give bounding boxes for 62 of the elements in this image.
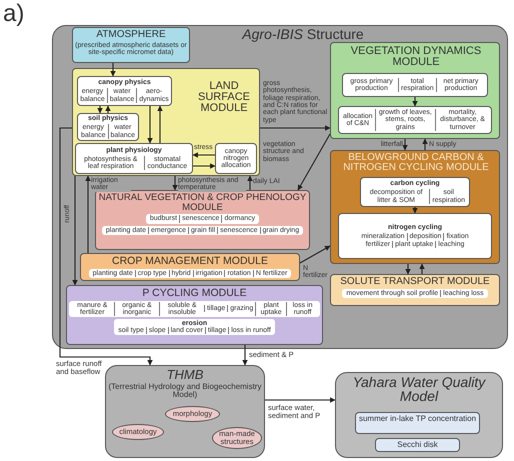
module-title: NATURAL VEGETATION & CROP PHENOLOGY MODULE	[98, 193, 307, 212]
arrow	[412, 97, 418, 107]
arrow	[192, 152, 215, 158]
process-ellipse	[165, 406, 220, 422]
arrow	[157, 105, 163, 143]
arrow	[172, 176, 178, 191]
arrow	[298, 134, 330, 190]
module-box	[72, 68, 260, 176]
arrow	[402, 139, 408, 151]
process-ellipse	[212, 427, 262, 449]
process-box	[360, 177, 470, 207]
process-box	[215, 143, 257, 174]
module-title: BELOWGROUND CARBON & NITROGEN CYCLING MODULE	[342, 153, 490, 174]
module-box	[330, 42, 500, 139]
module-box	[355, 412, 480, 434]
module-title: VEGETATION DYNAMICS MODULE	[350, 46, 482, 68]
arrow	[419, 263, 425, 274]
module-title: SOLUTE TRANSPORT MODULE	[340, 277, 490, 288]
arrow	[242, 345, 248, 366]
frame-panel	[52, 25, 508, 349]
process-box	[338, 213, 492, 259]
module-title: THMB	[166, 368, 204, 382]
process-box	[338, 106, 492, 134]
arrow	[422, 138, 428, 150]
arrow	[247, 175, 253, 190]
arrow	[147, 106, 153, 144]
module-box	[72, 27, 190, 63]
module-title: Agro-IBIS Structure	[242, 27, 364, 42]
module-title: P CYCLING MODULE	[142, 288, 247, 299]
arrow	[110, 63, 116, 77]
arrow	[260, 125, 331, 131]
module-box	[375, 438, 460, 452]
process-label: Secchi disk	[397, 441, 438, 450]
process-ellipse	[112, 424, 164, 440]
process-box	[77, 76, 172, 106]
arrow	[97, 106, 103, 114]
arrow	[105, 105, 111, 113]
module-title: LAND SURFACE MODULE	[197, 81, 251, 115]
arrow	[300, 246, 330, 264]
arrow	[412, 207, 418, 214]
arrow	[59, 127, 153, 366]
panel-label: a)	[3, 2, 24, 26]
module-box	[105, 365, 265, 458]
module-box	[80, 253, 300, 281]
arrow	[72, 176, 78, 286]
process-label: summer in-lake TP concentration	[358, 415, 476, 424]
module-title: Yahara Water Quality Model	[352, 375, 487, 404]
arrow	[405, 264, 411, 275]
process-box	[77, 113, 139, 141]
module-box	[66, 285, 323, 345]
process-box	[342, 73, 488, 97]
module-title: ATMOSPHERE	[96, 30, 166, 40]
arrow	[85, 175, 91, 253]
module-box	[330, 274, 500, 306]
process-label: (Terrestrial Hydrology and Biogeochemistry Model)	[108, 383, 262, 400]
module-box	[335, 372, 503, 458]
arrow	[265, 397, 336, 403]
module-box	[330, 150, 500, 264]
arrow	[193, 163, 216, 169]
module-title: CROP MANAGEMENT MODULE	[112, 256, 268, 267]
process-box	[75, 143, 193, 174]
module-box	[95, 190, 310, 250]
